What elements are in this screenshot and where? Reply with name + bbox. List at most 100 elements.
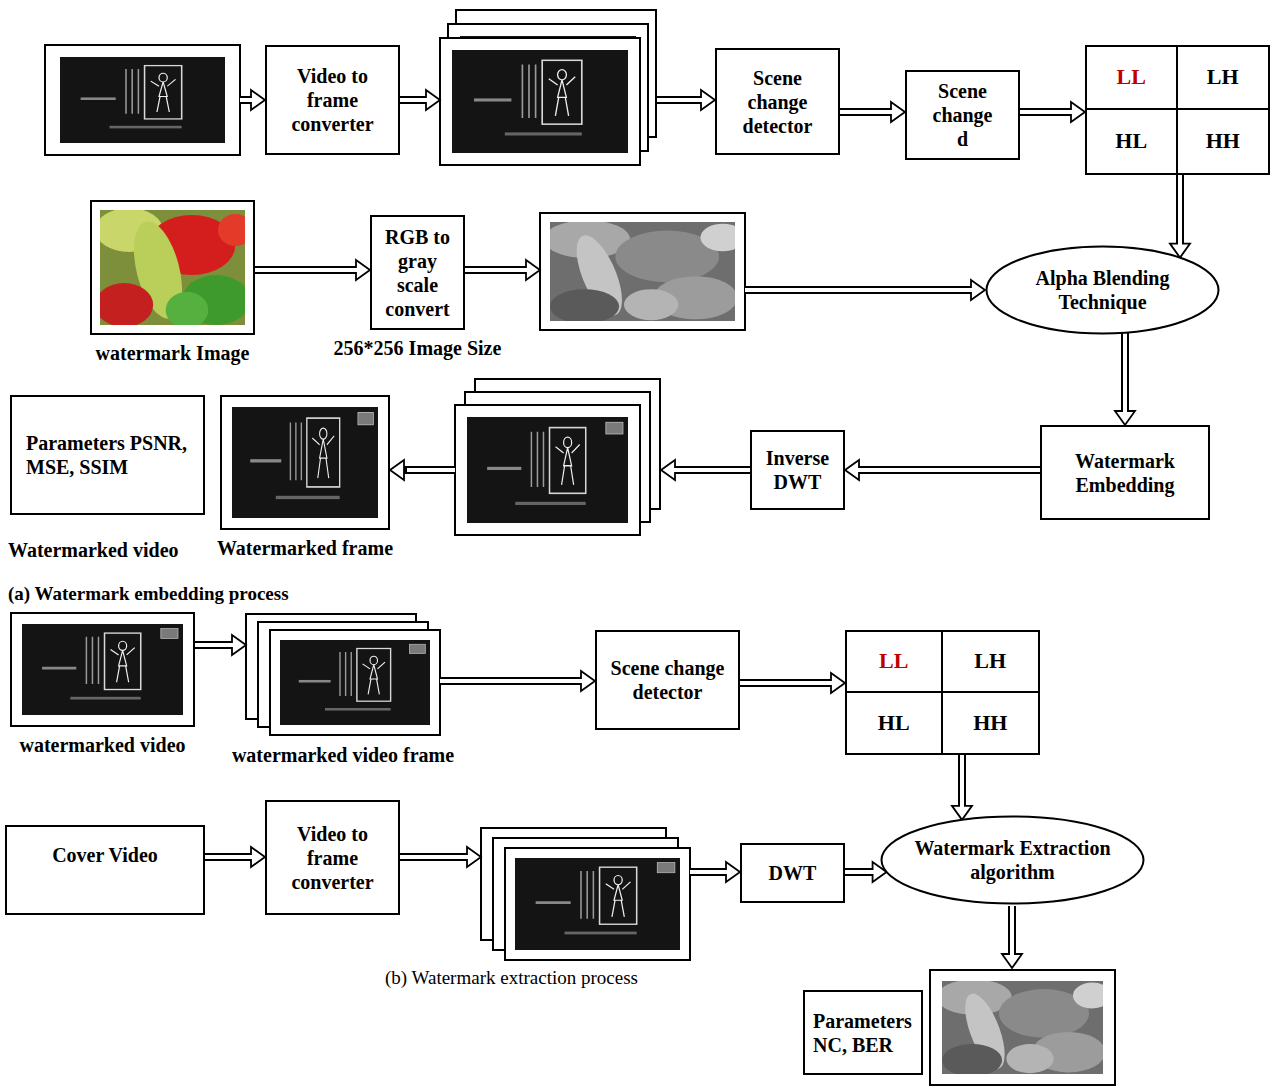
arrow-shaft-inner [1020, 110, 1074, 114]
gray-picture [937, 979, 1112, 1076]
block-arrow [1115, 333, 1135, 425]
subband-label: LH [974, 648, 1006, 674]
subband-label: LL [879, 648, 908, 674]
image-box: watermark Image [90, 200, 255, 335]
block-arrow [952, 755, 972, 820]
block-arrow [390, 460, 455, 480]
arrow-shaft-inner [440, 679, 584, 683]
video-picture [280, 640, 430, 725]
subband-grid: LL LH HL HH [845, 630, 1040, 755]
subband-cell: HH [943, 693, 1039, 754]
figure-label: Watermarked video [8, 538, 179, 562]
block-arrow [745, 280, 985, 300]
gray-image [540, 213, 745, 330]
frame-border [540, 213, 745, 330]
box-label: Watermark Embedding [1050, 449, 1200, 497]
frame-border [440, 38, 640, 165]
box-label: Video to frame converter [275, 822, 390, 894]
box-label: Alpha Blending Technique [1015, 266, 1190, 314]
gray-picture [544, 220, 745, 323]
video-picture [452, 50, 628, 153]
caption: watermark Image [96, 341, 250, 365]
frame-border [45, 45, 240, 155]
frame-stack [440, 10, 656, 165]
figure-label: (b) Watermark extraction process [385, 967, 638, 990]
subband-cell: LH [1178, 47, 1269, 110]
block-arrow [661, 460, 750, 480]
arrow-shaft-inner [740, 681, 834, 685]
ellipse-outline [985, 245, 1220, 335]
box-label: Watermark Extraction algorithm [910, 836, 1115, 884]
subband-label: HH [1206, 128, 1240, 154]
process-box: Video to frame converter [265, 800, 400, 915]
arrow-shaft-inner [856, 468, 1040, 472]
subband-label: LH [1207, 64, 1239, 90]
box-label: Scene change d [925, 79, 1000, 151]
process-ellipse: Watermark Extraction algorithm [880, 815, 1145, 905]
process-box: Scene change d [905, 70, 1020, 160]
process-box: Parameters PSNR, MSE, SSIM [10, 395, 205, 515]
process-box: Scene change detector [715, 48, 840, 155]
subband-cell: LL [847, 632, 943, 693]
block-arrow [690, 862, 740, 882]
arrow-shaft-inner [205, 855, 254, 859]
box-label: Parameters PSNR, MSE, SSIM [26, 431, 189, 479]
ellipse-outline [880, 815, 1145, 905]
block-arrow [1170, 175, 1190, 258]
process-ellipse: Alpha Blending Technique [985, 245, 1220, 335]
subband-label: HL [878, 710, 910, 736]
box-label: Cover Video [52, 843, 158, 867]
subband-label: LL [1117, 64, 1146, 90]
arrow-shaft-inner [840, 110, 894, 114]
subband-cell: HL [1087, 110, 1178, 173]
frame-border [270, 630, 440, 735]
arrow-shaft-inner [255, 268, 359, 272]
block-arrow [840, 102, 905, 122]
process-box: Inverse DWT [750, 430, 845, 510]
subband-grid: LL LH HL HH [1085, 45, 1270, 175]
block-arrow [400, 90, 440, 110]
box-label: Scene change detector [725, 66, 830, 138]
caption: watermarked video [19, 733, 185, 757]
process-box: Watermark Embedding [1040, 425, 1210, 520]
block-arrow [205, 847, 265, 867]
cover-frame-stack [481, 828, 690, 960]
block-arrow [400, 847, 481, 867]
process-box: RGB to gray scale convert256*256 Image S… [370, 215, 465, 330]
caption: Watermarked frame [217, 536, 393, 560]
video-picture [232, 407, 378, 518]
video-picture [515, 858, 680, 950]
process-box: Video to frame converter [265, 45, 400, 155]
ellipse-shape [882, 817, 1144, 904]
arrow-shaft-inner [960, 755, 964, 809]
frame-stack: watermarked video frame [246, 614, 440, 735]
box-label: Parameters NC, BER [813, 1009, 913, 1057]
block-arrow [1020, 102, 1085, 122]
subband-label: HL [1115, 128, 1147, 154]
process-box: DWT [740, 843, 845, 903]
video-picture [467, 417, 628, 523]
extracted-watermark [930, 970, 1115, 1085]
image-box: Watermarked frame [220, 395, 390, 530]
block-arrow [255, 260, 370, 280]
box-label: Scene change detector [605, 656, 730, 704]
subband-cell: LL [1087, 47, 1178, 110]
frame-border [455, 405, 640, 535]
process-box: Scene change detector [595, 630, 740, 730]
process-box: Cover Video [5, 825, 205, 915]
box-label: Inverse DWT [760, 446, 835, 494]
video-thumbnail [45, 45, 240, 155]
watermarked-frame-stack [246, 614, 440, 735]
box-label: RGB to gray scale convert [380, 225, 455, 321]
color-watermark-picture [95, 208, 253, 328]
frame-border [505, 848, 690, 960]
video-picture [22, 624, 183, 715]
frame-border [930, 970, 1115, 1085]
subband-cell: HH [1178, 110, 1269, 173]
arrow-shaft-inner [195, 643, 235, 647]
video-picture [60, 57, 225, 143]
box-label: DWT [769, 861, 817, 885]
block-arrow [845, 862, 887, 882]
